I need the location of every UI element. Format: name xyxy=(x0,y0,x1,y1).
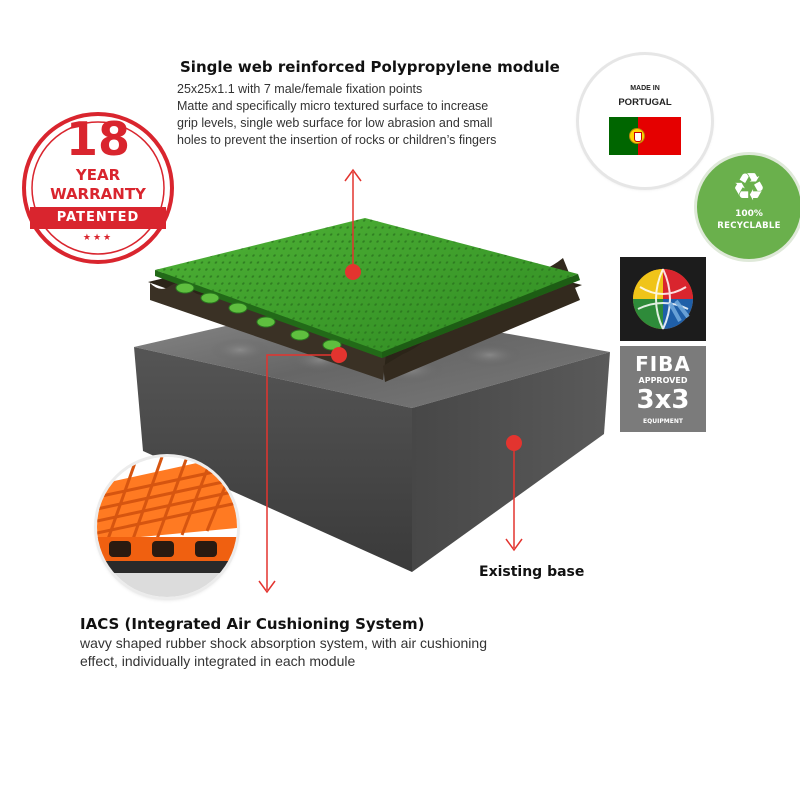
fiba-logo xyxy=(620,257,706,341)
fiba-3x3-approved-badge: FIBA APPROVED 3x3 EQUIPMENT xyxy=(620,346,706,432)
iacs-title: IACS (Integrated Air Cushioning System) xyxy=(80,615,425,633)
warranty-year-label: YEAR xyxy=(75,166,121,184)
existing-base-label: Existing base xyxy=(479,564,585,580)
recyclable-label: RECYCLABLE xyxy=(717,221,781,231)
module-desc-line: holes to prevent the insertion of rocks … xyxy=(177,133,497,147)
made-in-portugal-badge: MADE IN PORTUGAL xyxy=(579,55,711,187)
stamp-ring-icon xyxy=(22,112,174,264)
made-in-label: MADE IN xyxy=(630,85,660,92)
module-desc-line: Matte and specifically micro textured su… xyxy=(177,99,489,113)
fiba-wordmark: FIBA xyxy=(635,352,691,376)
annotation-dots xyxy=(331,264,522,451)
iacs-desc-line: effect, individually integrated in each … xyxy=(80,653,356,669)
fiba-ball-icon xyxy=(633,268,693,330)
patented-label: PATENTED xyxy=(56,210,140,225)
recyclable-percent: 100% xyxy=(735,209,763,219)
fiba-approved-label: APPROVED xyxy=(638,376,688,385)
portugal-flag-icon xyxy=(609,117,681,155)
iacs-closeup-image xyxy=(97,457,237,597)
country-label: PORTUGAL xyxy=(618,97,672,108)
annotation-arrows xyxy=(258,168,523,594)
fiba-3x3-label: 3x3 xyxy=(636,385,690,415)
module-desc-line: grip levels, single web surface for low … xyxy=(177,116,493,130)
patented-band: PATENTED xyxy=(30,207,166,229)
recycle-icon: ♻ xyxy=(731,165,767,209)
module-spec-line: 25x25x1.1 with 7 male/female fixation po… xyxy=(177,82,423,96)
recyclable-badge: ♻ 100% RECYCLABLE xyxy=(697,155,800,259)
warranty-years: 18 xyxy=(65,112,130,166)
fiba-equipment-label: EQUIPMENT xyxy=(643,418,683,425)
warranty-stamp: 18 YEAR WARRANTY PATENTED ★★★ xyxy=(18,108,178,268)
warranty-label: WARRANTY xyxy=(50,185,146,203)
module-title: Single web reinforced Polypropylene modu… xyxy=(180,58,560,76)
iacs-desc-line: wavy shaped rubber shock absorption syst… xyxy=(80,635,487,651)
green-tile-module xyxy=(155,218,580,358)
stars-icon: ★★★ xyxy=(82,232,114,242)
